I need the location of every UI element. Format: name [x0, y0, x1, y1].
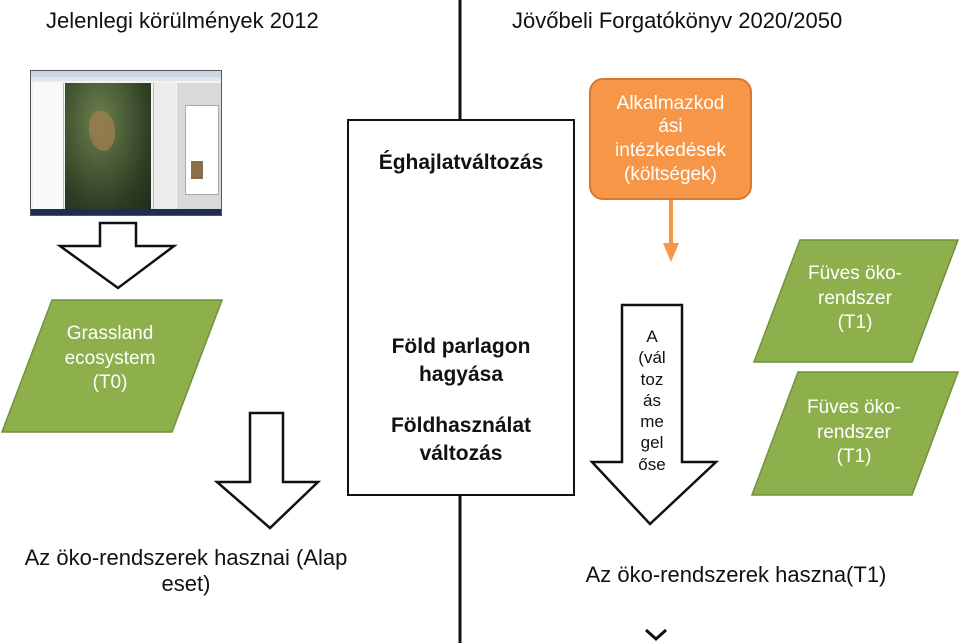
parallelogram-right-bottom-shape: [750, 371, 960, 496]
adaptation-line4: (költségek): [624, 163, 717, 185]
block-arrow-left-top: [56, 221, 178, 290]
baseline-caption-line1: Az öko-rendszerek hasznai (Alap: [24, 545, 348, 570]
arrow-text-line: ás: [643, 390, 661, 410]
t1-top-line3: (T1): [837, 312, 873, 334]
adaptation-line3: intézkedések: [615, 140, 726, 161]
arrow-text-line: toz: [640, 369, 664, 389]
chevron-down-icon: [644, 628, 668, 642]
abandonment-line1: Föld parlagon: [391, 335, 531, 358]
grassland-line1: Grassland: [66, 323, 154, 344]
parallelogram-right-top-shape: [752, 239, 960, 363]
adaptation-measures-box: Alkalmazkod ási intézkedések (költségek): [589, 78, 752, 200]
arrow-text-line: őse: [638, 454, 666, 474]
adaptation-line1: Alkalmazkod: [616, 92, 725, 114]
map-software-screenshot: [30, 70, 222, 216]
t1-top-line2: rendszer: [818, 287, 892, 309]
t1-bottom-line1: Füves öko-: [807, 397, 901, 418]
abandonment-line2: hagyása: [418, 363, 504, 387]
orange-arrow-head: [663, 243, 679, 262]
right-title: Jövőbeli Forgatókönyv 2020/2050: [512, 8, 843, 33]
landuse-line1: Földhasználat: [390, 413, 532, 437]
t1-bottom-line3: (T1): [836, 446, 872, 468]
parallelogram-left-shape: [0, 299, 224, 433]
grassland-ecosystem-t1-top: Füves öko- rendszer (T1): [776, 262, 934, 336]
block-arrow-left-bottom: [213, 411, 322, 530]
arrow-text-line: gel: [640, 433, 664, 453]
implementation-arrow-text: A (vál toz ás me gel őse: [622, 326, 682, 475]
arrow-text-line: (vál: [638, 348, 666, 368]
arrow-text-line: me: [640, 412, 664, 431]
climate-change-label: Éghajlatváltozás: [378, 151, 544, 174]
t1-benefits-caption: Az öko-rendszerek haszna(T1): [585, 562, 887, 587]
grassland-line3: (T0): [92, 372, 128, 394]
grassland-ecosystem-t0: Grassland ecosystem (T0): [30, 322, 190, 396]
adaptation-line2: ási: [658, 116, 683, 138]
left-title: Jelenlegi körülmények 2012: [46, 8, 319, 33]
center-box-text: Föld parlagon hagyása Földhasználat vált…: [347, 333, 575, 468]
t1-top-line1: Füves öko-: [808, 263, 902, 284]
arrow-text-line: A: [646, 327, 658, 346]
block-arrow-implementation: [589, 303, 720, 526]
grassland-line2: ecosystem: [64, 347, 156, 369]
baseline-caption-line2: eset): [161, 570, 211, 596]
center-box: [347, 119, 575, 496]
baseline-benefits-caption: Az öko-rendszerek hasznai (Alap eset): [0, 545, 372, 597]
grassland-ecosystem-t1-bottom: Füves öko- rendszer (T1): [775, 396, 933, 470]
t1-bottom-line2: rendszer: [817, 421, 891, 443]
landuse-line2: változás: [419, 442, 503, 466]
